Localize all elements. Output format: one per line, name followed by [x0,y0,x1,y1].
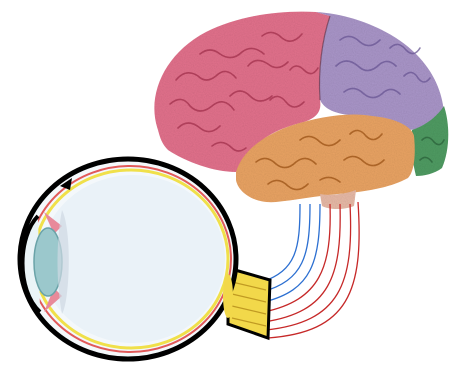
red-fibers [264,202,359,338]
brain [154,12,448,209]
optic-nerve-fibers [262,202,359,338]
parietal-lobe [316,12,444,130]
eyeball [20,159,270,359]
optic-disc [223,274,233,318]
